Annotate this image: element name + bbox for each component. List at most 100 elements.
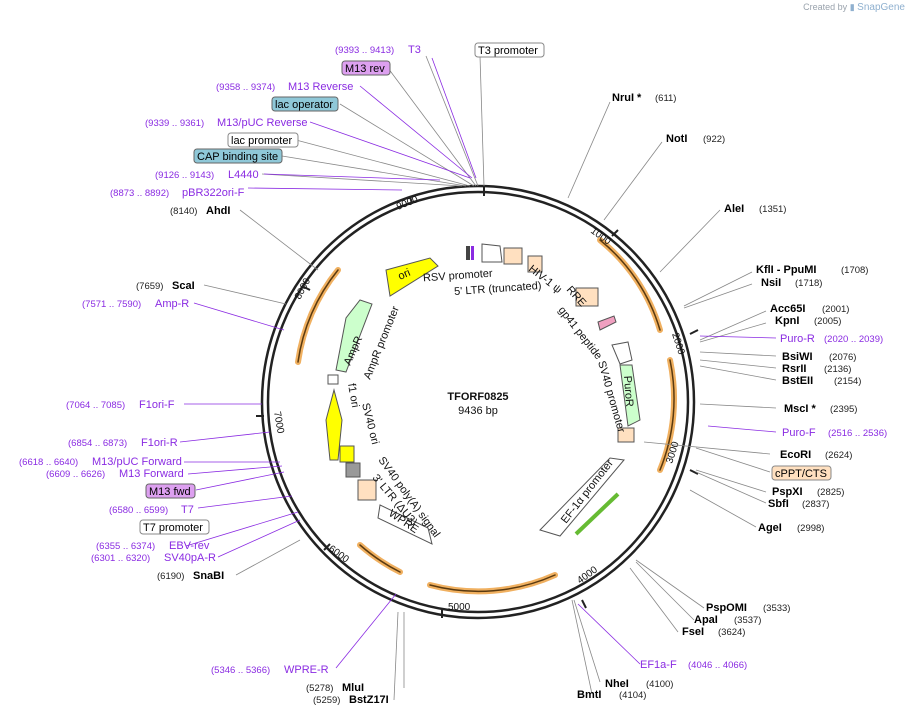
enzyme-apai: ApaI [694, 614, 718, 626]
leader-lines [203, 55, 777, 701]
primer-puro-f: Puro-F [782, 427, 816, 439]
puror-arrow [619, 364, 641, 427]
svg-text:(7659): (7659) [136, 281, 163, 292]
svg-text:(2136): (2136) [824, 364, 851, 375]
boxed-labels: T3 promoter M13 rev lac operator lac pro… [139, 42, 832, 535]
tick-6000: 6000 [326, 544, 351, 566]
primer-ef1a-f: EF1a-F [640, 659, 677, 671]
rsv-arrow [481, 243, 503, 263]
plasmid-size: 9436 bp [458, 405, 498, 417]
primer-m13-puc-reverse: M13/pUC Reverse [217, 117, 307, 129]
enzyme-nsii: NsiI [761, 277, 781, 289]
label-ltr5: 5' LTR (truncated) [454, 280, 542, 298]
cppt-box [617, 427, 635, 443]
labels-left: (9393 .. 9413)T3 (9358 .. 9374)M13 Rever… [19, 44, 421, 706]
enzyme-scai: ScaI [172, 280, 195, 292]
gp41-box [597, 315, 617, 331]
primer-f1ori-f: F1ori-F [139, 399, 175, 411]
enzyme-noti: NotI [666, 133, 687, 145]
svg-text:(6301 .. 6320): (6301 .. 6320) [91, 553, 150, 564]
enzyme-rsrii: RsrII [782, 363, 806, 375]
enzyme-msci: MscI * [784, 403, 817, 415]
svg-text:(2020 .. 2039): (2020 .. 2039) [824, 334, 883, 345]
svg-text:(6190): (6190) [157, 571, 184, 582]
svg-text:(1708): (1708) [841, 265, 868, 276]
label-f1ori: f1 ori [345, 382, 361, 408]
svg-text:(1351): (1351) [759, 204, 786, 215]
svg-text:(9393 .. 9413): (9393 .. 9413) [335, 45, 394, 56]
label-rsv: RSV promoter [423, 268, 494, 285]
svg-text:(3537): (3537) [734, 615, 761, 626]
primer-wpre-r: WPRE-R [284, 664, 329, 676]
snapgene-logo-icon: ▮ [849, 2, 855, 12]
tick-8000: 8000 [293, 276, 313, 301]
svg-text:(6618 .. 6640): (6618 .. 6640) [19, 457, 78, 468]
enzyme-pspomi: PspOMI [706, 602, 747, 614]
enzyme-kpni: KpnI [775, 315, 799, 327]
svg-text:(2998): (2998) [797, 523, 824, 534]
ampr-arrow [335, 299, 373, 373]
box-lac-operator: lac operator [275, 99, 333, 111]
inner-features [325, 243, 641, 545]
svg-text:(6609 .. 6626): (6609 .. 6626) [46, 469, 105, 480]
svg-text:(2516 .. 2536): (2516 .. 2536) [828, 428, 887, 439]
svg-text:(2624): (2624) [825, 450, 852, 461]
svg-text:(4046 .. 4066): (4046 .. 4066) [688, 660, 747, 671]
feature-arcs [295, 237, 677, 595]
enzyme-fsei: FseI [682, 626, 704, 638]
label-gp41: gp41 peptide [556, 304, 605, 362]
svg-text:(4104): (4104) [619, 690, 646, 701]
svg-text:(2395): (2395) [830, 404, 857, 415]
svg-text:(2001): (2001) [822, 304, 849, 315]
ori-arrow [385, 257, 439, 297]
plasmid-name: TFORF0825 [447, 391, 508, 403]
enzyme-labels-right: NruI *(611) NotI(922) AleI(1351) KflI - … [577, 92, 887, 701]
svg-text:(7571 .. 7590): (7571 .. 7590) [82, 299, 141, 310]
enzyme-acc65i: Acc65I [770, 303, 805, 315]
svg-text:(6854 .. 6873): (6854 .. 6873) [68, 438, 127, 449]
enzyme-mlui: MluI [342, 682, 364, 694]
label-puror: PuroR [621, 375, 635, 407]
box-t3-promoter: T3 promoter [478, 45, 538, 57]
enzyme-agei: AgeI [758, 522, 782, 534]
svg-text:(922): (922) [703, 134, 725, 145]
snapgene-credit: Created by ▮ SnapGene [803, 2, 905, 13]
primer-m13-forward: M13 Forward [119, 468, 184, 480]
primer-m13-reverse: M13 Reverse [288, 81, 353, 93]
label-ori: ori [396, 267, 412, 283]
enzyme-ecori: EcoRI [780, 449, 811, 461]
enzyme-bsiwi: BsiWI [782, 351, 813, 363]
rre-box [575, 287, 599, 307]
primer-pbr322ori-f: pBR322ori-F [182, 187, 245, 199]
svg-text:(2837): (2837) [802, 499, 829, 510]
primer-puro-r: Puro-R [780, 333, 815, 345]
enzyme-bstz17i: BstZ17I [349, 694, 389, 706]
ef1a-arrow [539, 457, 625, 537]
svg-text:(4100): (4100) [646, 679, 673, 690]
box-cppt-cts: cPPT/CTS [775, 468, 827, 480]
svg-text:(2154): (2154) [834, 376, 861, 387]
label-sv40ori: SV40 ori [359, 402, 381, 446]
primer-m13-puc-forward: M13/pUC Forward [92, 456, 182, 468]
tick-7000: 7000 [271, 411, 286, 435]
tick-9000: 9000 [395, 194, 420, 213]
primer-l4440: L4440 [228, 169, 259, 181]
enzyme-snabi: SnaBI [193, 570, 224, 582]
ef1a-green-arc [574, 492, 620, 536]
svg-text:(3533): (3533) [763, 603, 790, 614]
ltr3-box [357, 479, 377, 501]
primer-t3: T3 [408, 44, 421, 56]
svg-text:(6580 .. 6599): (6580 .. 6599) [109, 505, 168, 516]
backbone-inner-ring [266, 190, 690, 614]
enzyme-nrui: NruI * [612, 92, 642, 104]
wpre-arrow [377, 504, 433, 545]
tick-5000: 5000 [448, 602, 471, 613]
svg-text:(8140): (8140) [170, 206, 197, 217]
svg-text:(1718): (1718) [795, 278, 822, 289]
enzyme-ahdi: AhdI [206, 205, 230, 217]
enzyme-bmti: BmtI [577, 689, 601, 701]
ampr-promoter-box [327, 374, 339, 385]
label-ef1a: EF-1α promoter [559, 457, 616, 526]
sv40-ori-box [339, 445, 355, 463]
